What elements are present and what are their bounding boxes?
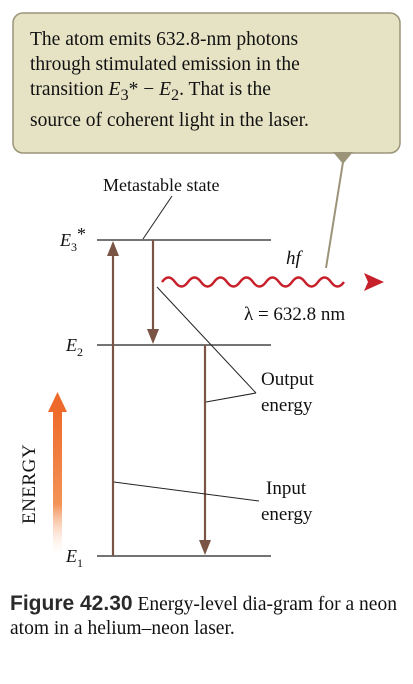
input-leader bbox=[113, 481, 260, 502]
callout-line-2: through stimulated emission in the bbox=[30, 54, 300, 75]
input-energy-label-line2: energy bbox=[261, 504, 313, 525]
callout-pointer bbox=[333, 152, 353, 164]
decay-arrow-head bbox=[199, 540, 211, 555]
wavelength-label: λ = 632.8 nm bbox=[244, 304, 345, 325]
caption-text: Energy-level dia-gram for a neon atom in… bbox=[10, 594, 397, 639]
callout-text: The atom emits 632.8-nm photons through … bbox=[30, 27, 390, 133]
metastable-label: Metastable state bbox=[103, 175, 219, 195]
energy-axis-label: ENERGY bbox=[19, 444, 40, 524]
label-e3: E3* bbox=[59, 224, 86, 254]
output-leader-1 bbox=[156, 286, 257, 394]
label-e2: E2 bbox=[65, 335, 83, 359]
energy-axis-arrow-head bbox=[48, 392, 67, 412]
figure-caption: Figure 42.30 Energy-level dia-gram for a… bbox=[10, 592, 405, 641]
metastable-leader bbox=[142, 195, 173, 240]
emission-arrow-head bbox=[147, 329, 159, 344]
input-arrow-head bbox=[107, 241, 119, 256]
photon-arrow-head bbox=[364, 273, 384, 291]
input-energy-label: Input bbox=[266, 478, 307, 499]
output-energy-label: Output bbox=[261, 369, 315, 390]
callout-leader-line bbox=[325, 161, 344, 269]
figure-label: Figure 42.30 bbox=[10, 592, 133, 615]
callout-box bbox=[12, 12, 401, 154]
photon-wave bbox=[161, 276, 345, 288]
callout-line-4: source of coherent light in the laser. bbox=[30, 109, 309, 131]
hf-label: hf bbox=[286, 248, 304, 269]
callout-line-1: The atom emits 632.8-nm photons bbox=[30, 29, 299, 50]
callout-line-3: transition E3* − E2. That is the bbox=[30, 79, 271, 104]
output-energy-label-line2: energy bbox=[261, 395, 313, 416]
output-leader-2 bbox=[205, 392, 257, 403]
label-e1: E1 bbox=[65, 546, 83, 570]
energy-axis-arrow-shaft bbox=[53, 410, 62, 555]
